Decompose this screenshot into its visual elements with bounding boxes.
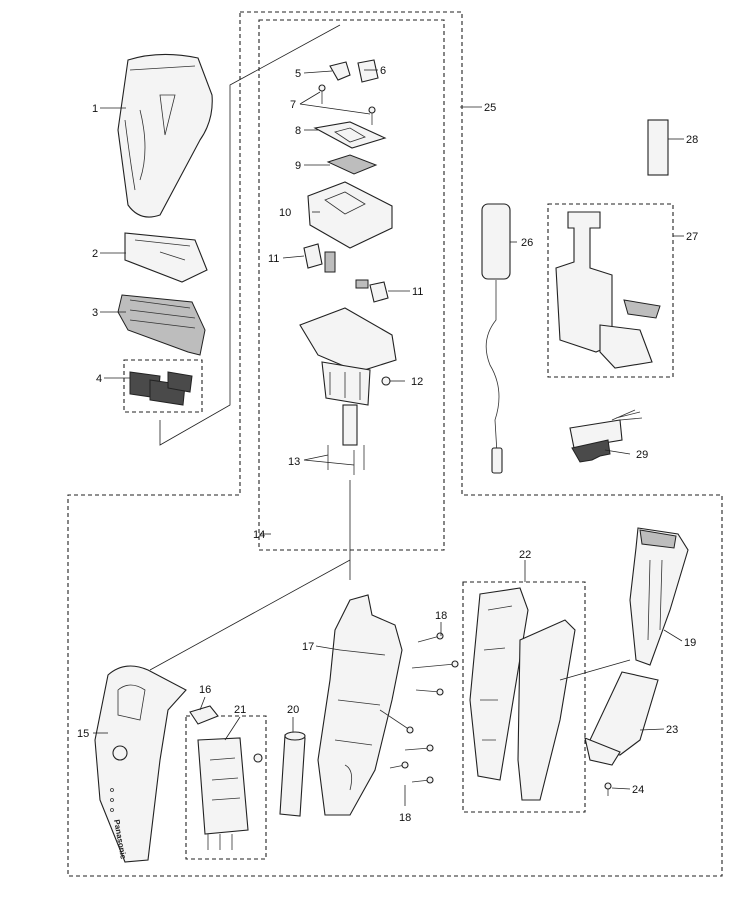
callout-10: 10 bbox=[279, 207, 291, 219]
callout-7: 7 bbox=[290, 99, 296, 111]
rear-housing-part bbox=[469, 587, 576, 801]
gasket-plate-part bbox=[313, 121, 387, 149]
callout-18-top: 18 bbox=[435, 610, 447, 622]
trimmer-part bbox=[629, 527, 689, 666]
group-25-outline bbox=[67, 11, 723, 877]
callout-18-bottom: 18 bbox=[399, 812, 411, 824]
circuit-board-part bbox=[197, 737, 263, 850]
callout-5: 5 bbox=[295, 68, 301, 80]
callout-23: 23 bbox=[666, 724, 678, 736]
group-22-outline bbox=[462, 581, 586, 813]
callout-24: 24 bbox=[632, 784, 644, 796]
callout-8: 8 bbox=[295, 125, 301, 137]
screws bbox=[318, 84, 376, 125]
callout-12: 12 bbox=[411, 376, 423, 388]
group-14-outline bbox=[258, 19, 445, 551]
callout-21: 21 bbox=[234, 704, 246, 716]
head-case-part bbox=[307, 181, 393, 249]
callout-17: 17 bbox=[302, 641, 314, 653]
cover-plate-part bbox=[357, 59, 379, 83]
callout-4: 4 bbox=[96, 373, 102, 385]
callout-16: 16 bbox=[199, 684, 211, 696]
callout-25: 25 bbox=[484, 102, 496, 114]
springs-part bbox=[327, 445, 365, 475]
clip-part bbox=[329, 61, 351, 81]
foil-frame-part bbox=[124, 232, 208, 283]
callout-2: 2 bbox=[92, 248, 98, 260]
callout-3: 3 bbox=[92, 307, 98, 319]
group-4-outline bbox=[123, 359, 203, 413]
connector-line-15 bbox=[149, 559, 351, 671]
spring-holder-left bbox=[303, 243, 336, 273]
callout-labels: 1 2 3 4 5 6 7 8 9 10 11 11 12 13 14 15 1… bbox=[77, 65, 698, 824]
callout-20: 20 bbox=[287, 704, 299, 716]
spring-holder-right bbox=[355, 279, 389, 303]
cleaning-brush-part bbox=[569, 409, 643, 463]
callout-11-right: 11 bbox=[412, 286, 423, 298]
group-21-outline bbox=[185, 715, 267, 860]
outer-frame-part bbox=[117, 53, 213, 218]
seal-part bbox=[326, 154, 378, 175]
o-ring-part bbox=[381, 376, 391, 386]
group-27-outline bbox=[547, 203, 674, 378]
callout-9: 9 bbox=[295, 160, 301, 172]
leader-lines bbox=[93, 69, 684, 806]
callout-28: 28 bbox=[686, 134, 698, 146]
ac-adapter-part bbox=[481, 203, 511, 474]
sheet-part bbox=[647, 119, 669, 176]
front-housing-part: Panasonic bbox=[94, 665, 187, 863]
drive-unit-part bbox=[299, 307, 397, 446]
inner-frame-part bbox=[317, 594, 403, 816]
clip-16-part bbox=[189, 705, 219, 725]
inner-blade-part bbox=[129, 371, 193, 406]
callout-19: 19 bbox=[684, 637, 696, 649]
callout-11-left: 11 bbox=[268, 253, 279, 265]
screw-24-part bbox=[604, 782, 612, 796]
trimmer-cover-part bbox=[584, 671, 659, 766]
callout-14: 14 bbox=[253, 529, 265, 541]
callout-15: 15 bbox=[77, 728, 89, 740]
callout-22: 22 bbox=[519, 549, 531, 561]
callout-29: 29 bbox=[636, 449, 648, 461]
cleaning-stand-part bbox=[555, 211, 661, 369]
battery-part bbox=[279, 731, 306, 817]
callout-6: 6 bbox=[380, 65, 386, 77]
left-group-bracket bbox=[159, 24, 341, 446]
callout-1: 1 bbox=[92, 103, 98, 115]
outer-foil-part bbox=[117, 294, 206, 356]
callout-27: 27 bbox=[686, 231, 698, 243]
callout-13: 13 bbox=[288, 456, 300, 468]
screws-18 bbox=[379, 632, 459, 784]
connector-line-19 bbox=[559, 659, 631, 681]
callout-26: 26 bbox=[521, 237, 533, 249]
